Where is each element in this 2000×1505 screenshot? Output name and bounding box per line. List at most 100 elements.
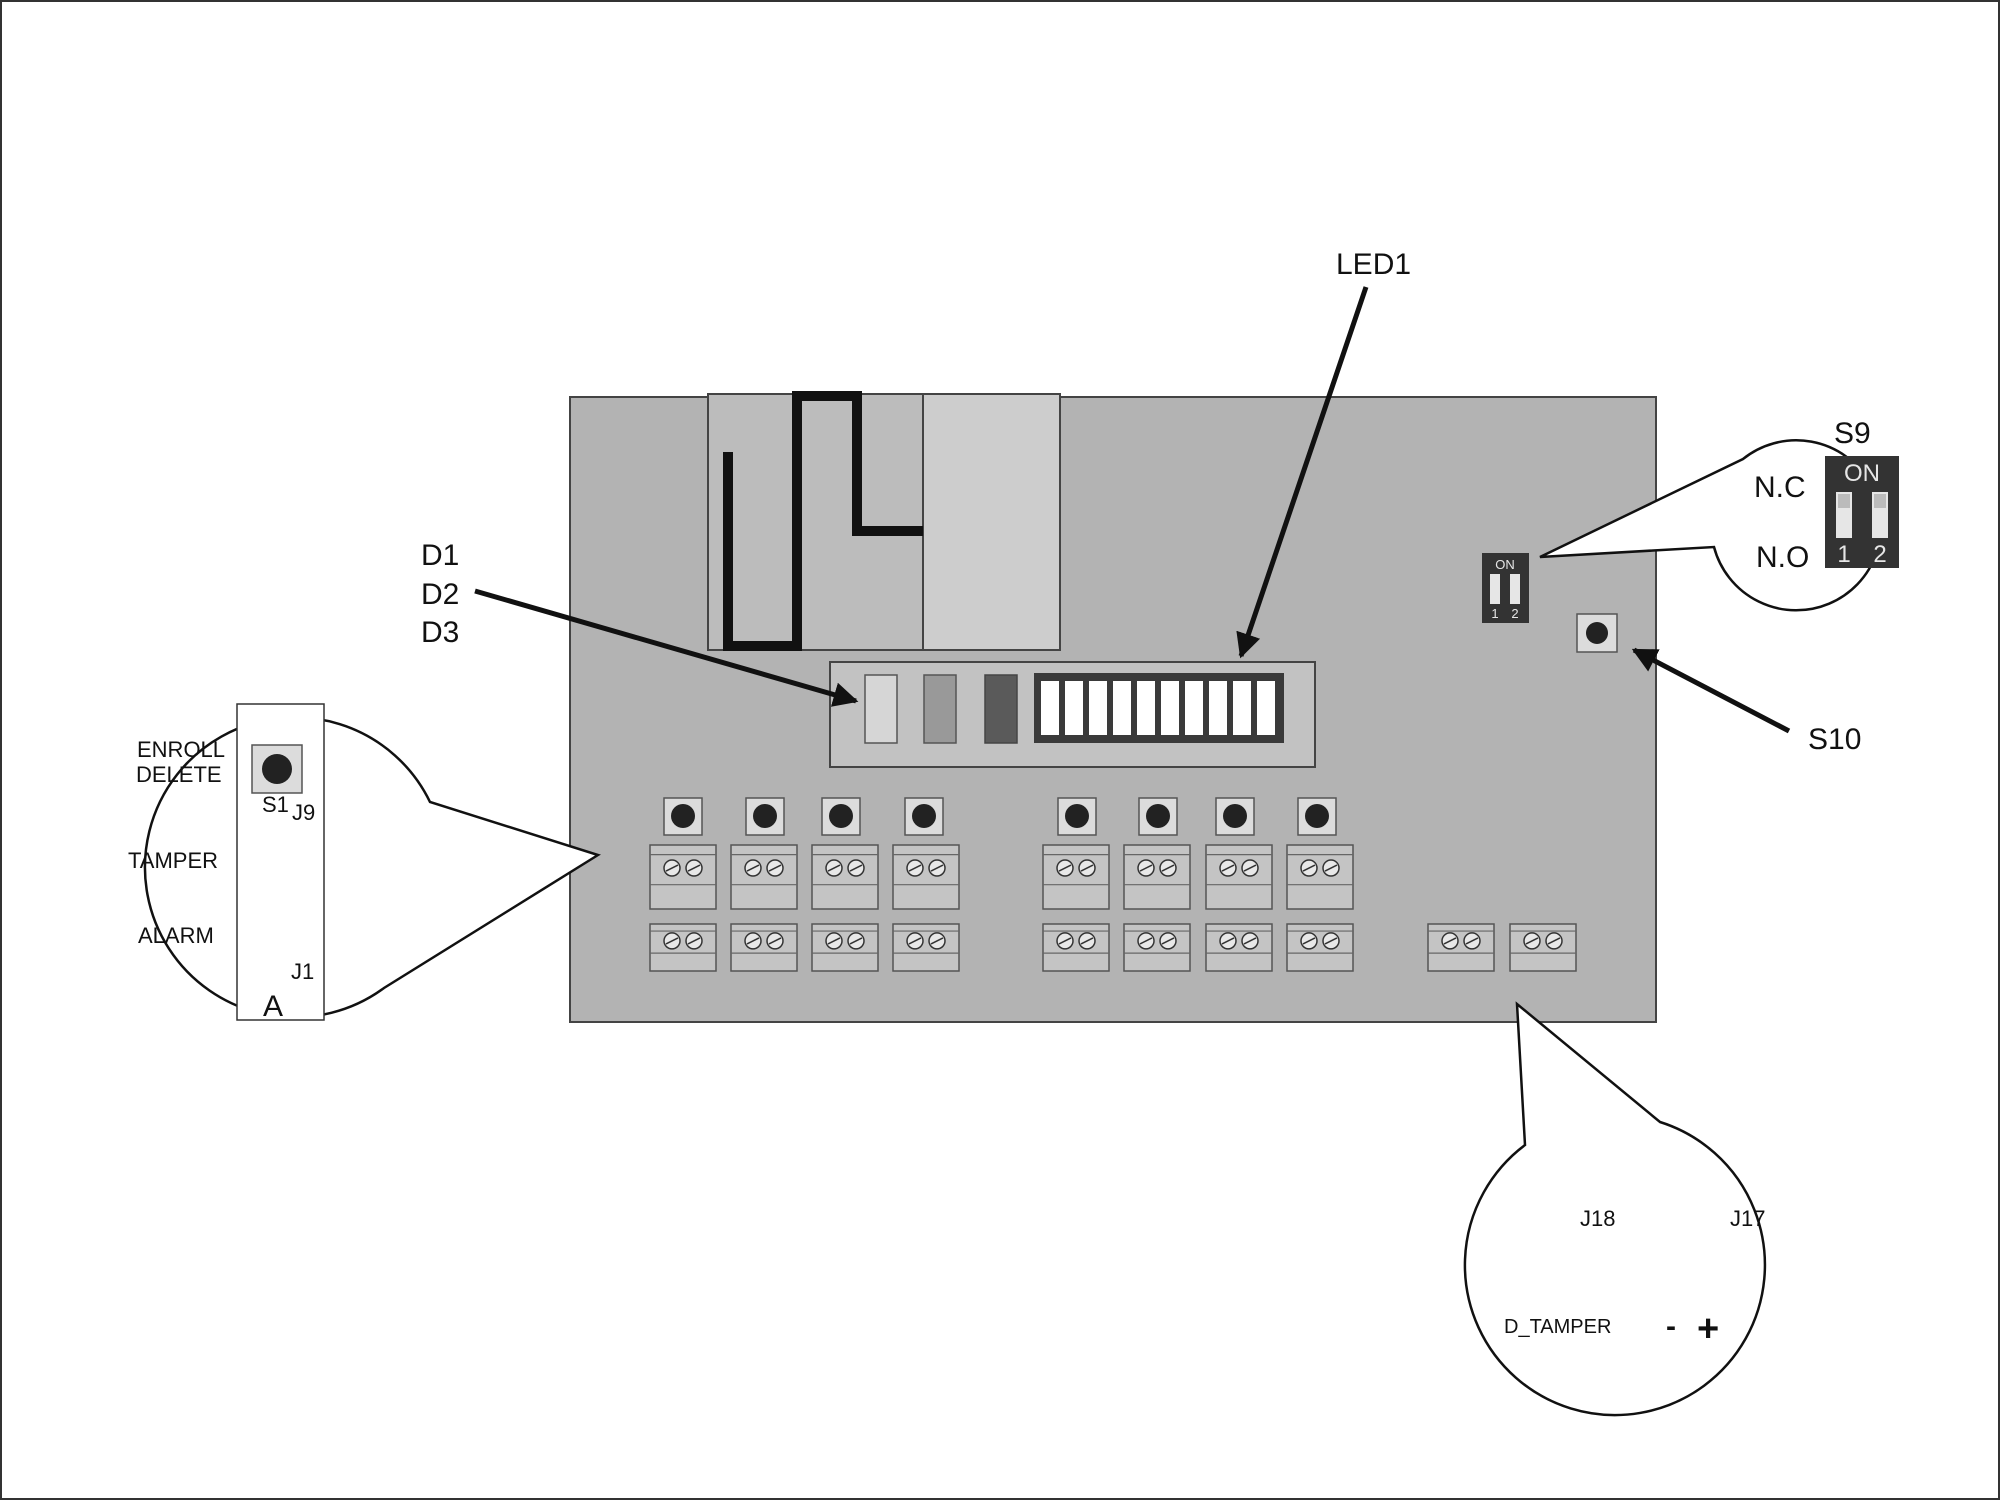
terminal-block: [1427, 923, 1495, 972]
terminal-block: [892, 844, 960, 910]
terminal-screw: [1300, 932, 1318, 950]
terminal-screw: [1056, 932, 1074, 950]
terminal-screw: [685, 859, 703, 877]
label-s9: S9: [1834, 417, 1871, 450]
label-s1: S1: [262, 792, 289, 817]
dip-1-label: 1: [1837, 541, 1850, 568]
label-alarm: ALARM: [138, 923, 214, 948]
arrow-led1: [1236, 286, 1369, 659]
terminal-block: [1042, 844, 1110, 910]
terminal-block: [649, 923, 717, 972]
terminal-block: [1205, 923, 1273, 972]
label-tamper: TAMPER: [128, 848, 218, 873]
terminal-screw: [1078, 932, 1096, 950]
dip-on-label: ON: [1844, 460, 1880, 487]
label-d3: D3: [421, 616, 459, 649]
dip-small-lever-1: [1490, 574, 1500, 604]
label-a: A: [263, 990, 283, 1023]
terminal-screw: [1241, 932, 1259, 950]
terminal-block: [649, 844, 717, 910]
terminal-screw: [928, 859, 946, 877]
terminal-screw: [906, 932, 924, 950]
led1-segment: [1089, 681, 1107, 735]
dip-small-on-label: ON: [1495, 557, 1515, 572]
led1-segment: [1185, 681, 1203, 735]
terminal-screw: [1078, 859, 1096, 877]
led1-segment: [1137, 681, 1155, 735]
zone-buttons: [663, 797, 1337, 836]
led1-segment: [1113, 681, 1131, 735]
label-j9: J9: [292, 800, 315, 825]
terminal-screw: [1137, 932, 1155, 950]
zone-button-cap: [1305, 804, 1329, 828]
terminal-screw: [1159, 859, 1177, 877]
dip-lever-1-knob: [1838, 494, 1850, 508]
label-no: N.O: [1756, 541, 1809, 574]
zone-button-cap: [753, 804, 777, 828]
label-enroll: ENROLL: [137, 737, 225, 762]
terminal-screw: [1463, 932, 1481, 950]
terminal-screw: [1241, 859, 1259, 877]
arrow-s10: [1631, 647, 1791, 734]
terminal-block: [730, 923, 798, 972]
terminal-screw: [766, 932, 784, 950]
label-plus: +: [1697, 1308, 1719, 1350]
terminal-screw: [847, 932, 865, 950]
zone-button-cap: [671, 804, 695, 828]
zone-button-cap: [1146, 804, 1170, 828]
button-s1-cap: [262, 754, 292, 784]
terminal-screw: [1441, 932, 1459, 950]
label-j18: J18: [1580, 1206, 1615, 1231]
antenna-module: [707, 393, 925, 651]
led1-segment: [1257, 681, 1275, 735]
terminal-screw: [1137, 859, 1155, 877]
zone-button-cap: [829, 804, 853, 828]
arrow-d1-d3: [474, 588, 859, 707]
label-d-tamper: D_TAMPER: [1504, 1316, 1611, 1338]
terminal-screw: [685, 932, 703, 950]
dip-small-2-label: 2: [1511, 606, 1518, 621]
dip-lever-2-knob: [1874, 494, 1886, 508]
callout-j17-j18: [1463, 1001, 1767, 1417]
terminal-block: [811, 923, 879, 972]
terminal-screw: [766, 859, 784, 877]
terminal-screw: [744, 859, 762, 877]
dip-small-lever-2: [1510, 574, 1520, 604]
terminal-screw: [1322, 859, 1340, 877]
led-d2: [923, 674, 957, 744]
terminal-screw: [847, 859, 865, 877]
terminal-screw: [663, 859, 681, 877]
terminal-screw: [825, 932, 843, 950]
led-d3: [984, 674, 1018, 744]
terminal-screw: [744, 932, 762, 950]
led1-segments: [1041, 681, 1275, 735]
led-d1: [864, 674, 898, 744]
terminal-screw: [663, 932, 681, 950]
terminal-block: [1042, 923, 1110, 972]
led1-segment: [1041, 681, 1059, 735]
terminal-screw: [1056, 859, 1074, 877]
terminal-block: [1286, 844, 1354, 910]
terminal-block: [1286, 923, 1354, 972]
label-minus: -: [1666, 1310, 1676, 1343]
label-j17: J17: [1730, 1206, 1765, 1231]
terminal-screw: [1219, 859, 1237, 877]
label-d2: D2: [421, 578, 459, 611]
zone-button-cap: [1223, 804, 1247, 828]
terminal-screw: [1523, 932, 1541, 950]
led1-segment: [1161, 681, 1179, 735]
label-led1: LED1: [1336, 248, 1411, 281]
label-j1: J1: [291, 959, 314, 984]
terminal-block: [811, 844, 879, 910]
led1-segment: [1065, 681, 1083, 735]
zone-button-cap: [1065, 804, 1089, 828]
label-d1: D1: [421, 539, 459, 572]
antenna-trace: [723, 391, 923, 651]
dip-switch-s9: [1482, 553, 1529, 623]
terminal-screw: [1322, 932, 1340, 950]
label-nc: N.C: [1754, 471, 1806, 504]
dip-2-label: 2: [1873, 541, 1886, 568]
label-s10: S10: [1808, 723, 1861, 756]
